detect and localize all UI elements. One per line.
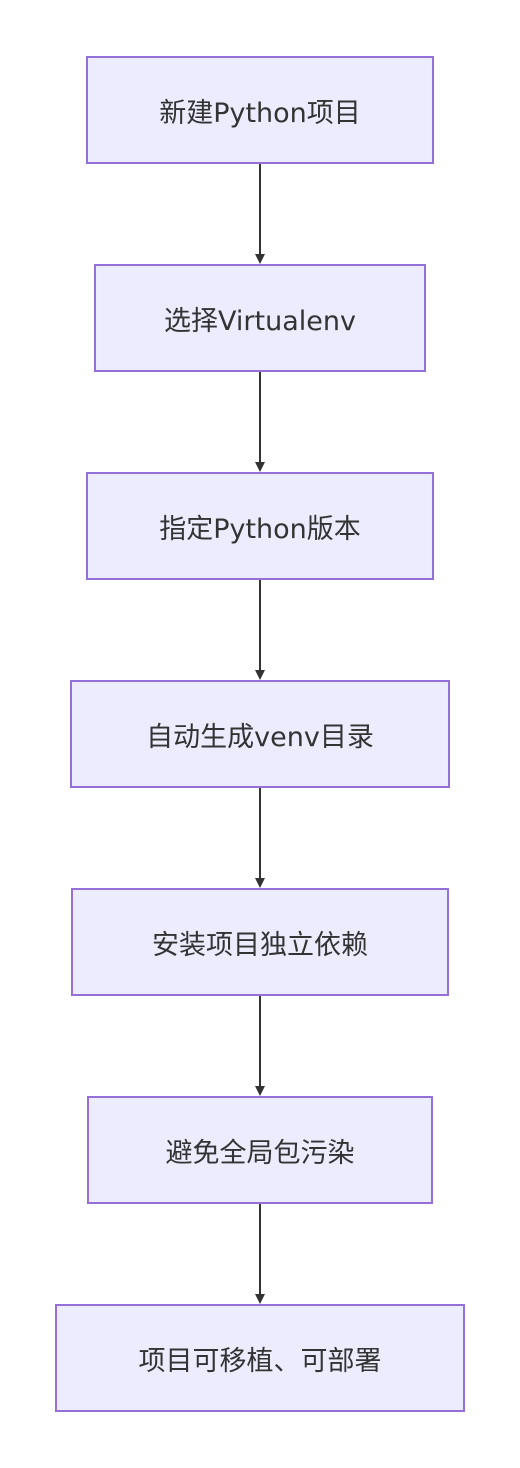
node-label: 避免全局包污染 [165, 1137, 355, 1169]
node-label: 指定Python版本 [159, 513, 361, 545]
node-install-dependencies: 安装项目独立依赖 [71, 888, 449, 996]
node-select-virtualenv: 选择Virtualenv [94, 264, 426, 372]
node-label: 项目可移植、可部署 [138, 1345, 382, 1377]
node-specify-python-version: 指定Python版本 [86, 472, 434, 580]
node-label: 选择Virtualenv [164, 305, 356, 337]
node-new-python-project: 新建Python项目 [86, 56, 434, 164]
node-label: 安装项目独立依赖 [152, 929, 368, 961]
node-label: 新建Python项目 [159, 97, 361, 129]
node-avoid-global-pollution: 避免全局包污染 [87, 1096, 433, 1204]
node-generate-venv-dir: 自动生成venv目录 [70, 680, 450, 788]
node-label: 自动生成venv目录 [146, 721, 374, 753]
node-portable-deployable: 项目可移植、可部署 [55, 1304, 465, 1412]
